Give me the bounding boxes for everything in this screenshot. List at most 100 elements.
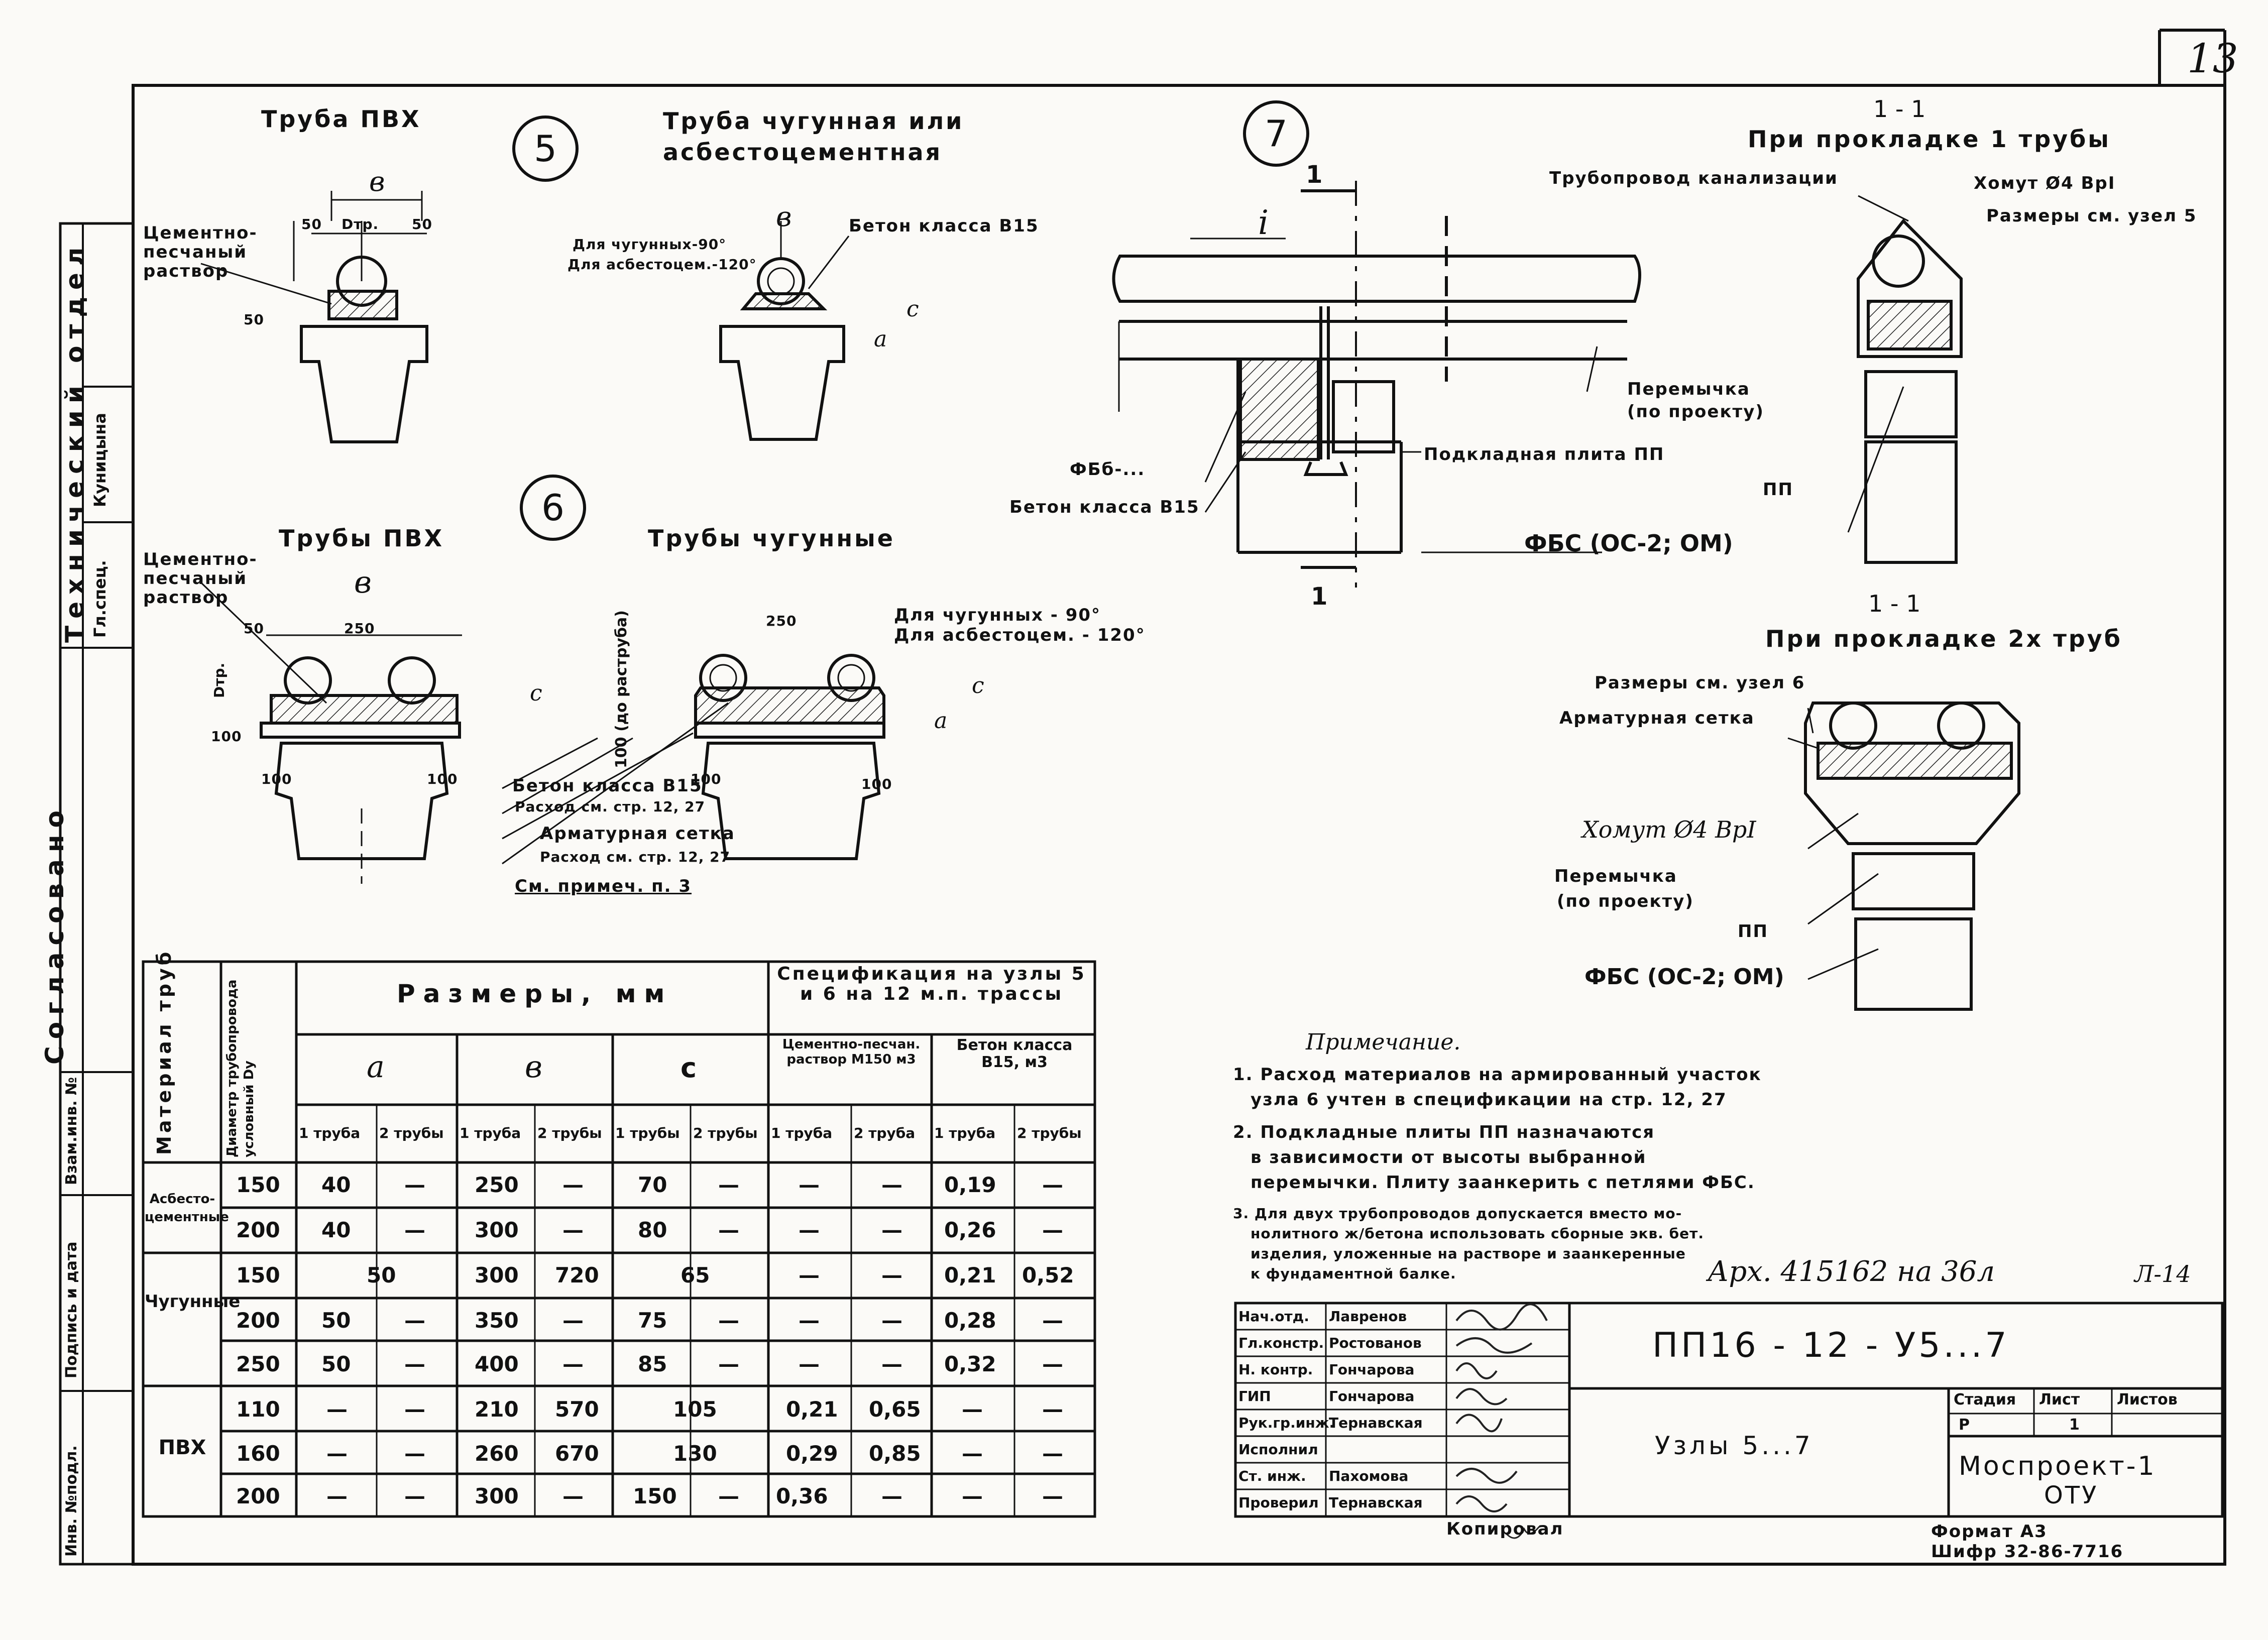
node6-label-mortar: Цементно-песчаный раствор (143, 549, 258, 608)
node5-number: 5 (512, 115, 579, 182)
cell-k2: 0,52 (1022, 1263, 1074, 1287)
spec-table-grid (142, 960, 1096, 1518)
node7-number: 7 (1243, 100, 1309, 167)
node7-label-fbs: ФБС (ОС-2; ОМ) (1524, 530, 1733, 557)
node6-dim-c-pvc: с (530, 680, 542, 706)
cell-k2: — (1042, 1352, 1063, 1376)
table-col-b: в (525, 1049, 542, 1085)
node6-dim-100-b: 100 (427, 771, 458, 787)
stamp-role: Исполнил (1238, 1441, 1318, 1458)
cell-m1: — (799, 1218, 820, 1242)
section2-label-pp: ПП (1738, 921, 1768, 942)
section2-label-lintel-sub: (по проекту) (1557, 891, 1694, 911)
cell-c: 105 (673, 1397, 717, 1422)
stamp-sheet-header: Лист (2039, 1391, 2080, 1409)
stamp-name: Гончарова (1329, 1388, 1415, 1404)
cell-k1: — (962, 1484, 983, 1508)
node6-dim-100-c: 100 (211, 728, 242, 745)
section1-subtitle: При прокладке 1 трубы (1748, 126, 2111, 153)
section2-label-lintel: Перемычка (1554, 866, 1677, 886)
stamp-sheets: 1 (2069, 1416, 2080, 1434)
section2-label-mesh: Арматурная сетка (1559, 708, 1755, 728)
sub-m1: 1 труба (771, 1125, 833, 1141)
cell-k2: — (1042, 1397, 1063, 1422)
cell-d: 150 (236, 1263, 280, 1287)
archive-sheet: Л-14 (2134, 1260, 2191, 1287)
cell-d: 200 (236, 1218, 280, 1242)
cell-m1: — (799, 1352, 820, 1376)
cell-d: 160 (236, 1441, 280, 1466)
node6-dim-a: а (934, 708, 948, 734)
node6-cast-sketch (694, 654, 885, 860)
cell-c2: — (718, 1308, 739, 1333)
node7-label-lintel-sub: (по проекту) (1627, 402, 1764, 422)
cell-c1: 85 (638, 1352, 667, 1376)
cell-c: 130 (673, 1441, 717, 1466)
stamp-name: Лавренов (1329, 1308, 1407, 1325)
cell-m1: — (799, 1308, 820, 1333)
cell-a1: — (326, 1397, 348, 1422)
title-block-grid (1234, 1302, 2224, 1518)
cell-d: 250 (236, 1352, 280, 1376)
node6-title-cast: Трубы чугунные (648, 525, 895, 552)
sheet-format: Формат А3 (1931, 1521, 2048, 1542)
cell-k1: 0,26 (944, 1218, 996, 1242)
node5-title-cast: Труба чугунная или асбестоцементная (663, 107, 964, 166)
margin-name: Куницына (90, 413, 109, 507)
table-col-diameter: Диаметр трубопровода условный Dу (224, 979, 257, 1157)
note-2a: 2. Подкладные плиты ПП назначаются (1233, 1122, 1655, 1142)
sheet-shifr: Шифр 32-86-7716 (1931, 1542, 2124, 1562)
margin-dept-title: Технический отдел (60, 240, 89, 643)
node6-dim-b: в (354, 565, 372, 600)
section2-subtitle: При прокладке 2х труб (1765, 625, 2122, 652)
node5-dim-50-right: 50 (412, 216, 432, 232)
margin-inv-orig: Инв. №подл. (63, 1445, 80, 1557)
table-material-cast: Чугунные (145, 1292, 241, 1312)
cell-m2: — (881, 1308, 902, 1333)
node5-dim-b: в (369, 166, 385, 197)
cell-m1: — (799, 1263, 820, 1287)
section2-label-fbs: ФБС (ОС-2; ОМ) (1584, 964, 1784, 990)
node6-title-pvc: Трубы ПВХ (279, 525, 444, 552)
sub-c1: 1 трубы (615, 1125, 680, 1141)
cell-a2: — (404, 1397, 425, 1422)
node6-dim-100-a: 100 (261, 771, 292, 787)
cell-c2: — (718, 1484, 739, 1508)
notes-heading: Примечание. (1306, 1029, 1461, 1055)
stamp-stage-header: Стадия (1954, 1391, 2016, 1409)
node6-label-concrete: Бетон класса В15 (512, 776, 703, 796)
cell-a1: 40 (321, 1173, 351, 1197)
note-3b: нолитного ж/бетона использовать сборные … (1251, 1225, 1704, 1242)
section1-label-pp: ПП (1763, 480, 1793, 500)
table-col-c: с (681, 1052, 697, 1084)
node5-title-pvc: Труба ПВХ (261, 105, 421, 133)
cell-m2: — (881, 1352, 902, 1376)
cell-m2: — (881, 1173, 902, 1197)
node5-cast-sketch (719, 221, 845, 441)
stamp-stage: Р (1959, 1416, 1970, 1434)
table-material-pvc: ПВХ (158, 1436, 206, 1459)
sub-b2: 2 трубы (537, 1125, 602, 1141)
note-1b: узла 6 учтен в спецификации на стр. 12, … (1251, 1090, 1727, 1110)
node6-dim-250-cast: 250 (766, 613, 797, 629)
cell-b1: 300 (475, 1218, 519, 1242)
cell-a2: — (404, 1173, 425, 1197)
cell-k1: — (962, 1441, 983, 1466)
node7-section-bottom: 1 (1311, 582, 1328, 611)
cell-c1: 150 (633, 1484, 677, 1508)
node6-label-note: См. примеч. п. 3 (515, 876, 692, 896)
cell-k2: — (1042, 1308, 1063, 1333)
node5-dim-c: с (906, 296, 919, 322)
node5-cast-dim-b: в (776, 201, 792, 232)
section2-title: 1 - 1 (1868, 590, 1921, 617)
node6-dim-dtr: Dтр. (211, 662, 228, 698)
stamp-role: Гл.констр. (1238, 1335, 1324, 1351)
cell-a1: — (326, 1441, 348, 1466)
node5-dim-50-left: 50 (301, 216, 322, 232)
node7-label-lintel: Перемычка (1627, 379, 1750, 399)
node6-dim-250-pvc: 250 (344, 620, 375, 637)
stamp-role: Нач.отд. (1238, 1308, 1309, 1325)
stamp-role: Н. контр. (1238, 1361, 1313, 1378)
cell-m2: 0,85 (869, 1441, 921, 1466)
